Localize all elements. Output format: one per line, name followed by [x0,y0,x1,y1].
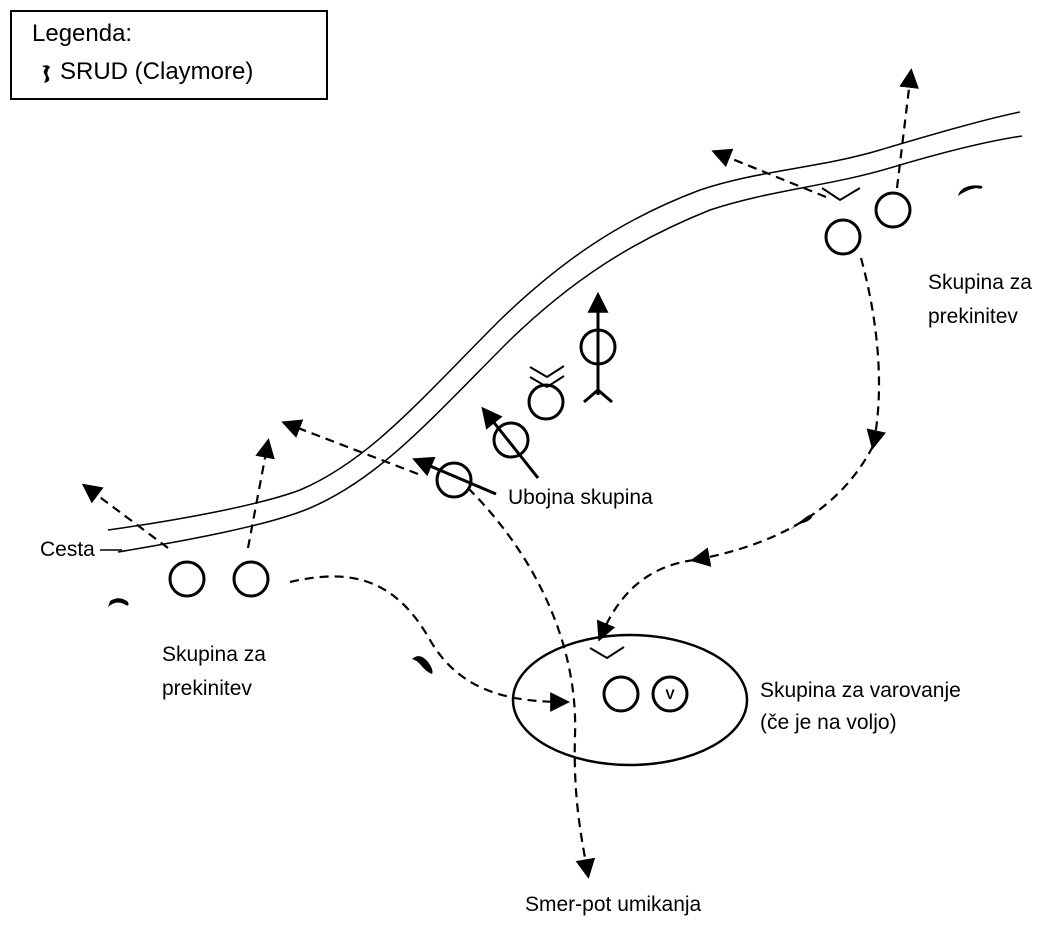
chevron-right-team [821,187,861,202]
claymore-mine-icon [790,514,813,530]
security-team-label-line2: (če je na voljo) [760,711,897,734]
right-break-team [824,191,912,256]
fire-direction-chevrons [529,187,861,660]
left-break-member-1 [168,560,206,598]
legend: Legenda: SRUD (Claymore) [10,10,328,100]
route-right-to-security [690,445,874,567]
break-team-left-label-line2: prekinitev [162,677,252,700]
legend-item-label: SRUD (Claymore) [60,58,254,85]
road [107,111,1023,553]
chevron-security [589,646,625,660]
kill-weapon-2 [481,406,540,479]
route-left-break-north-west [81,483,169,549]
road-edge-bottom [117,135,1023,553]
route-left-break-to-security [289,575,570,712]
road-label: Cesta [40,538,95,561]
break-team-right-label-line1: Skupina za [928,271,1032,294]
right-break-member-1 [824,218,862,256]
security-team-area [511,633,749,767]
kill-team-member-3 [527,383,565,421]
legend-title: Legenda: [32,20,133,47]
route-kill-team-withdrawal [467,487,596,879]
right-break-member-2 [874,191,912,229]
route-into-security-area [596,558,695,642]
security-member-2 [651,675,689,713]
kill-team-label: Ubojna skupina [508,486,653,509]
security-team [602,675,689,713]
claymore-mines [108,185,983,674]
claymore-mine-icon [42,65,50,83]
break-team-right-label-line2: prekinitev [928,305,1018,328]
claymore-mine-icon [412,656,433,674]
route-right-break-north-west [711,148,827,199]
route-kill-team-north-west [281,419,419,476]
route-right-break-south [859,257,886,450]
kill-team-weapon-lines [412,291,613,496]
claymore-mine-icon [108,598,129,607]
left-break-team [168,560,270,598]
security-team-label-line1: Skupina za varovanje [760,679,961,702]
kill-weapon-1 [412,456,497,496]
kill-weapon-4-tail [583,388,613,404]
chevron-kill-team-2 [529,375,565,389]
kill-team-member-2 [492,421,530,459]
route-left-break-north [246,438,275,549]
road-edge-top [107,111,1021,531]
break-team-left-label-line1: Skupina za [162,643,266,666]
security-member-1 [602,675,640,713]
left-break-member-2 [232,560,270,598]
chevron-kill-team-1 [529,365,565,379]
security-member-marker: V [665,686,675,702]
withdrawal-route-label: Smer-pot umikanja [525,893,702,916]
kill-team-member-1 [435,461,473,499]
movement-routes [81,68,919,879]
kill-team [435,328,617,499]
claymore-mine-icon [958,185,983,196]
route-right-break-north [895,68,919,189]
